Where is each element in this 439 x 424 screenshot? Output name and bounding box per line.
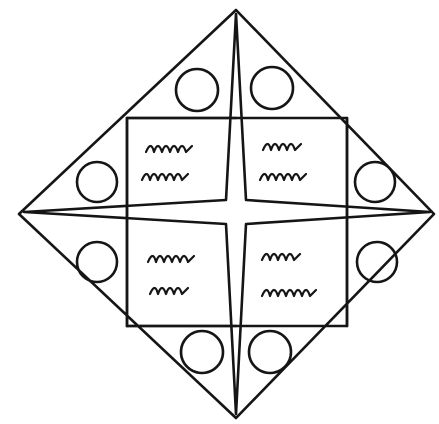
circle-top-left [176,69,218,111]
circle-left-lower [77,242,117,282]
circle-bottom-left [181,331,223,373]
outer-diamond [19,10,434,418]
water-panel-bottom-right [262,254,316,296]
circle-left-upper [77,162,117,202]
circle-bottom-right [249,331,291,373]
water-panel-top-left [142,146,192,180]
water-panel-bottom-left [148,256,194,294]
star-cross [24,14,430,414]
circle-right-lower [357,242,397,282]
circle-right-upper [355,162,395,202]
water-panel-top-right [260,144,306,180]
circle-top-right [251,67,293,109]
star-cross-outline [24,14,430,414]
